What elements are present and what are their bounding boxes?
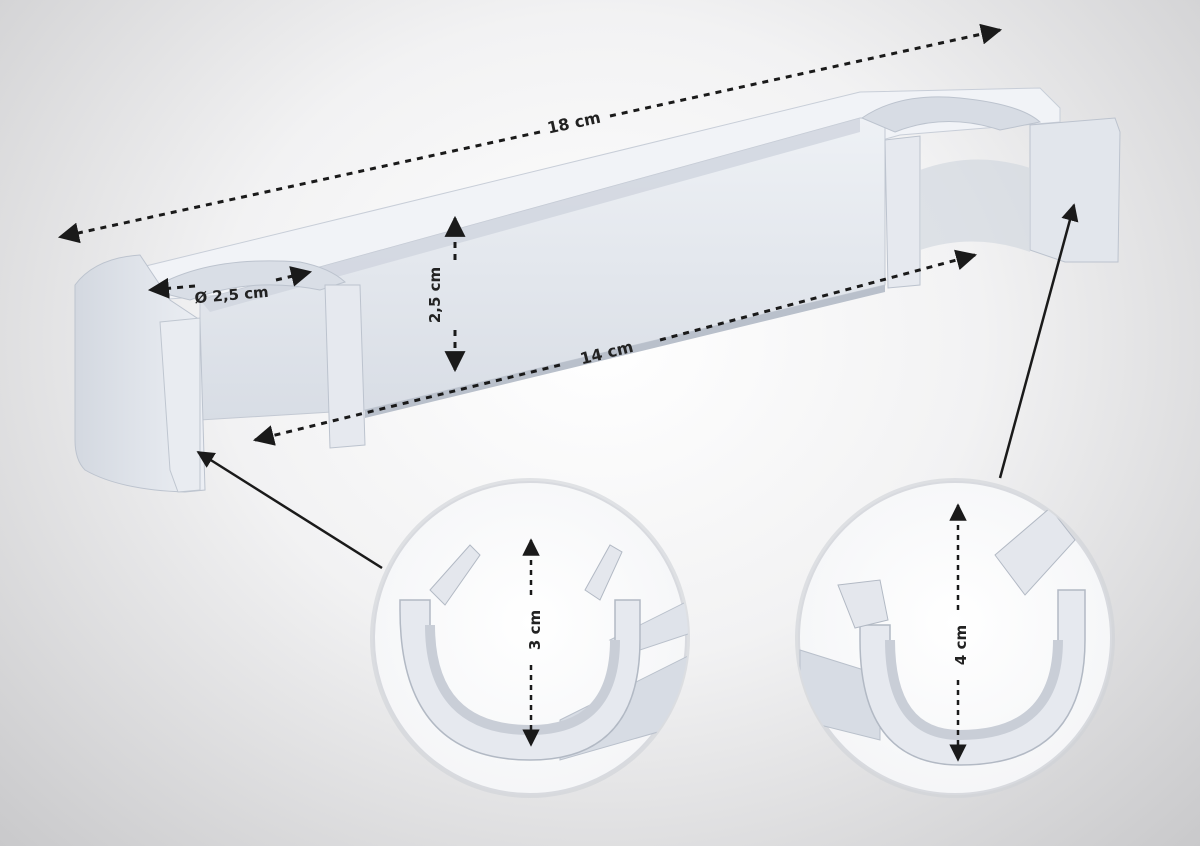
height-label: 2,5 cm <box>426 267 444 323</box>
small-clip-detail: 3 cm <box>370 478 690 798</box>
callout-arrows <box>196 203 1079 570</box>
left-clip-front-tab <box>324 284 366 449</box>
right-callout-arrow <box>998 203 1079 479</box>
diameter-dimension-line <box>147 277 196 299</box>
large-clip-opening-label: 4 cm <box>952 625 970 665</box>
right-clip-back-wall <box>884 135 921 289</box>
large-clip-detail: 4 cm <box>795 478 1115 798</box>
small-clip-opening-label: 3 cm <box>526 610 544 650</box>
total-length-dimension-line <box>57 130 541 244</box>
left-callout-arrow <box>196 450 383 570</box>
curtain-rod-bracket <box>74 87 1121 493</box>
right-clip-opening <box>860 96 1042 133</box>
dimension-annotations <box>57 23 1003 446</box>
total-length-label: 18 cm <box>545 108 602 138</box>
right-clip-tab <box>1029 117 1121 263</box>
inner-length-dimension-line <box>252 363 561 446</box>
